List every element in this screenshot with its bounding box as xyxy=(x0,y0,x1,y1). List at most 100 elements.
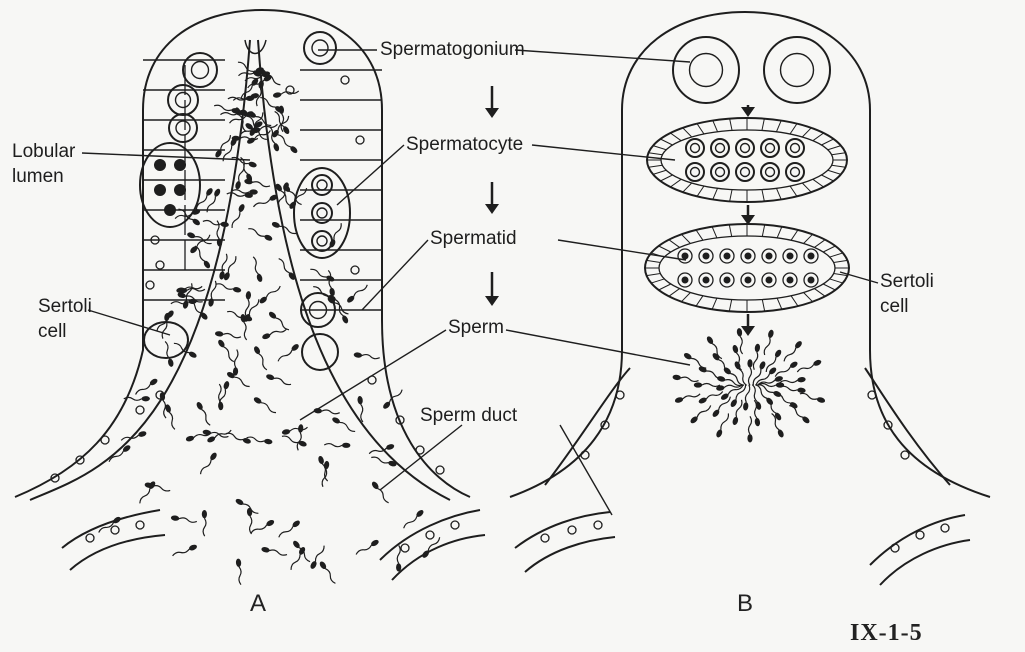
leader-sperm-b xyxy=(506,330,690,365)
spermatocyte-cell xyxy=(736,139,754,157)
sperm-cell xyxy=(214,134,233,159)
sperm-cell xyxy=(774,391,799,410)
label-lobular-lumen-line1: Lobular xyxy=(12,140,75,163)
sperm-cell xyxy=(762,329,774,356)
cyst-cell-divider xyxy=(813,133,824,141)
spermatocyte-cell xyxy=(786,163,804,181)
sperm-cell xyxy=(747,416,752,442)
label-spermatid: Spermatid xyxy=(430,227,517,250)
sperm-cell xyxy=(163,341,175,368)
sperm-cell xyxy=(371,455,398,467)
wall-lining-left xyxy=(545,368,630,485)
arrow-b-spermatogonium xyxy=(741,105,755,117)
spermatocyte-cluster xyxy=(294,168,350,258)
cyst-cell-divider xyxy=(777,298,782,309)
arrow-b-spermatid xyxy=(741,314,755,336)
figure-number: IX-1-5 xyxy=(850,620,923,647)
label-sperm-duct: Sperm duct xyxy=(420,404,517,427)
duct-wall-right xyxy=(380,510,480,560)
cyst-cell-divider xyxy=(696,230,703,240)
sperm-cell xyxy=(752,343,761,370)
spermatid-cyst xyxy=(645,224,849,312)
sperm-cell xyxy=(799,391,826,403)
arrow-spermatocyte-to-spermatid xyxy=(485,182,499,214)
panel-b-lobule-drawing xyxy=(510,12,990,585)
sperm-cell xyxy=(774,360,799,379)
cyst-cell-divider xyxy=(823,284,835,290)
sperm-cell xyxy=(326,270,336,297)
sperm-cell xyxy=(198,451,218,475)
label-spermatocyte: Spermatocyte xyxy=(406,133,523,156)
wall-cell xyxy=(416,446,424,454)
label-sertoli-cell-right-line1: Sertoli xyxy=(880,270,934,293)
sperm-cell xyxy=(226,371,251,389)
sperm-cell xyxy=(164,404,177,431)
sperm-cell xyxy=(261,326,287,340)
wall-cell xyxy=(356,136,364,144)
cyst-cell-divider xyxy=(804,293,813,302)
sperm-cell xyxy=(268,310,291,331)
cyst-cell-divider xyxy=(832,153,846,155)
cyst-cell-divider xyxy=(832,165,846,167)
duct-wall-cell xyxy=(86,534,94,542)
sperm-cell xyxy=(134,377,158,396)
cyst-cell-divider xyxy=(762,119,764,131)
sertoli-cell-cluster xyxy=(302,334,338,370)
cyst-cell-divider xyxy=(821,139,833,145)
cyst-cell-divider xyxy=(660,139,672,145)
sperm-cell xyxy=(346,283,369,304)
spermatogonium-cell xyxy=(764,37,830,103)
cyst-cell-divider xyxy=(777,227,782,238)
arrow-b-spermatocyte xyxy=(741,205,755,225)
sperm-cell xyxy=(244,178,271,188)
cyst-cell-divider xyxy=(659,246,671,252)
sperm-cell xyxy=(277,519,301,539)
sperm-cell xyxy=(782,340,803,363)
spermatocyte-cell xyxy=(686,139,704,157)
cyst-cell-divider xyxy=(762,190,764,202)
sperm-cell xyxy=(747,359,752,385)
cyst-cell-divider xyxy=(683,183,692,192)
duct-wall-right xyxy=(880,540,970,585)
cyst-cell-divider xyxy=(659,284,671,290)
cyst-cell-divider xyxy=(681,234,690,243)
cyst-cell-divider xyxy=(669,289,680,297)
wall-lining-right xyxy=(865,368,950,485)
label-sertoli-cell-left-line1: Sertoli xyxy=(38,295,92,318)
cyst-cell-divider xyxy=(649,153,663,155)
sperm-cell xyxy=(230,203,246,229)
spermatocyte-cell xyxy=(312,175,332,195)
sperm-cell xyxy=(250,519,276,536)
cyst-cell-divider xyxy=(830,253,843,257)
duct-wall-cell xyxy=(568,526,576,534)
cyst-cell-divider xyxy=(670,133,681,141)
spermatocyte-cell xyxy=(786,139,804,157)
sperm-cell xyxy=(276,133,299,155)
cyst-cell-divider xyxy=(649,165,663,167)
spermatogonium-cell xyxy=(183,53,217,87)
leader-sperm-duct-b xyxy=(560,425,612,515)
sperm-cell xyxy=(244,291,251,318)
sperm-cell xyxy=(779,385,806,394)
sperm-cell xyxy=(796,359,822,375)
cyst-cell-divider xyxy=(670,179,681,187)
cyst-cell-divider xyxy=(712,298,717,309)
sperm-cell xyxy=(331,416,356,434)
cyst-cell-divider xyxy=(647,274,661,276)
cyst-cell-divider xyxy=(653,170,666,174)
sperm-cell xyxy=(326,296,350,316)
cyst-cell-divider xyxy=(804,234,813,243)
sperm-cell xyxy=(247,226,273,241)
sperm-cell xyxy=(276,343,300,364)
wall-cell xyxy=(136,406,144,414)
sperm-cell xyxy=(733,360,749,386)
cyst-cell-divider xyxy=(814,240,825,248)
sperm-cell xyxy=(144,482,171,493)
arrow-spermatogonium-to-spermatocyte xyxy=(485,86,499,118)
cyst-cell-divider xyxy=(683,128,692,137)
cyst-cell-divider xyxy=(776,121,781,132)
sperm-cell xyxy=(215,282,242,294)
cyst-cell-divider xyxy=(791,230,798,240)
